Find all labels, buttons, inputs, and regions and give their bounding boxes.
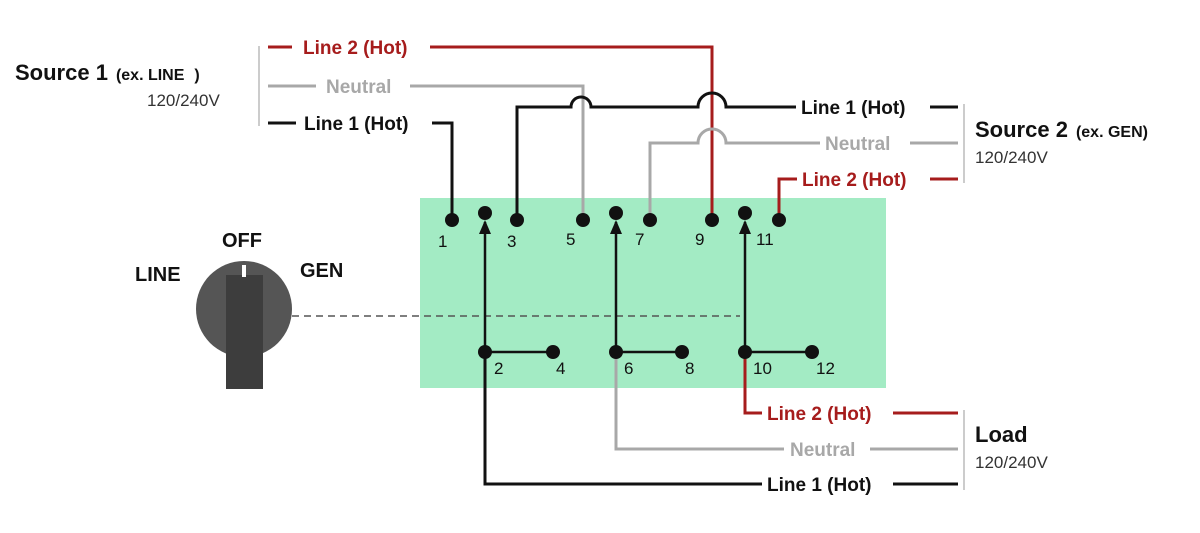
- contact-arm-2-4: [483, 222, 553, 354]
- switch-position-indicator: [242, 265, 246, 277]
- switch-label-gen: GEN: [300, 260, 343, 282]
- contact-arrow-6: [610, 220, 622, 234]
- label-load-line2: Line 2 (Hot): [767, 404, 872, 425]
- load-voltage: 120/240V: [975, 453, 1048, 472]
- wire-source1-line1: [268, 121, 454, 220]
- terminal-dot-4: [546, 345, 560, 359]
- terminal-dot-1: [445, 213, 459, 227]
- wire-load-neutral: [614, 352, 958, 451]
- terminal-label-9: 9: [695, 230, 704, 249]
- terminal-dot-6: [609, 345, 623, 359]
- terminal-dot-5: [576, 213, 590, 227]
- terminal-label-11: 11: [756, 230, 774, 249]
- label-src2-neutral: Neutral: [825, 134, 890, 155]
- terminal-dot-3: [510, 213, 524, 227]
- terminal-label-5: 5: [566, 230, 575, 249]
- wire-source2-neutral: [648, 127, 958, 220]
- switch-label-off: OFF: [222, 230, 262, 252]
- terminal-label-2: 2: [494, 359, 503, 378]
- terminal-dot-7: [643, 213, 657, 227]
- terminal-dot-10: [738, 345, 752, 359]
- source1-voltage: 120/240V: [147, 91, 220, 110]
- terminal-dot-top-6: [609, 206, 623, 220]
- wire-source1-neutral: [268, 84, 585, 220]
- label-src2-line1: Line 1 (Hot): [801, 98, 906, 119]
- terminal-label-12: 12: [816, 359, 835, 378]
- wire-load-line2: [743, 352, 958, 415]
- contact-arm-6-8: [614, 222, 682, 354]
- rotary-selector-switch[interactable]: [196, 261, 292, 389]
- source1-title: Source 1(ex. LINE): [15, 60, 200, 85]
- terminal-dot-8: [675, 345, 689, 359]
- wire-source2-line2: [777, 177, 958, 220]
- switch-label-line: LINE: [135, 264, 181, 286]
- terminal-dot-top-10: [738, 206, 752, 220]
- terminal-label-8: 8: [685, 359, 694, 378]
- source2-voltage: 120/240V: [975, 148, 1048, 167]
- contact-arrow-10: [739, 220, 751, 234]
- label-src1-line1: Line 1 (Hot): [304, 114, 409, 135]
- terminal-label-4: 4: [556, 359, 565, 378]
- label-load-line1: Line 1 (Hot): [767, 475, 872, 496]
- terminal-dots: [445, 206, 819, 359]
- contact-arrow-2: [479, 220, 491, 234]
- label-src1-line2: Line 2 (Hot): [303, 38, 408, 59]
- terminal-dot-top-2: [478, 206, 492, 220]
- source2-title: Source 2(ex. GEN): [975, 117, 1148, 142]
- label-load-neutral: Neutral: [790, 440, 855, 461]
- load-title: Load: [975, 422, 1028, 447]
- wire-load-line1: [483, 352, 958, 486]
- contact-arm-10-12: [743, 222, 812, 354]
- terminal-dot-9: [705, 213, 719, 227]
- label-src2-line2: Line 2 (Hot): [802, 170, 907, 191]
- terminal-dot-12: [805, 345, 819, 359]
- switch-knob-handle[interactable]: [226, 275, 263, 389]
- terminal-dot-11: [772, 213, 786, 227]
- terminal-label-6: 6: [624, 359, 633, 378]
- terminal-label-7: 7: [635, 230, 644, 249]
- label-src1-neutral: Neutral: [326, 77, 391, 98]
- terminal-label-1: 1: [438, 232, 447, 251]
- terminal-label-3: 3: [507, 232, 516, 251]
- wire-source2-line1: [515, 91, 958, 220]
- wire-source1-line2: [268, 45, 714, 220]
- terminal-dot-2: [478, 345, 492, 359]
- terminal-label-10: 10: [753, 359, 772, 378]
